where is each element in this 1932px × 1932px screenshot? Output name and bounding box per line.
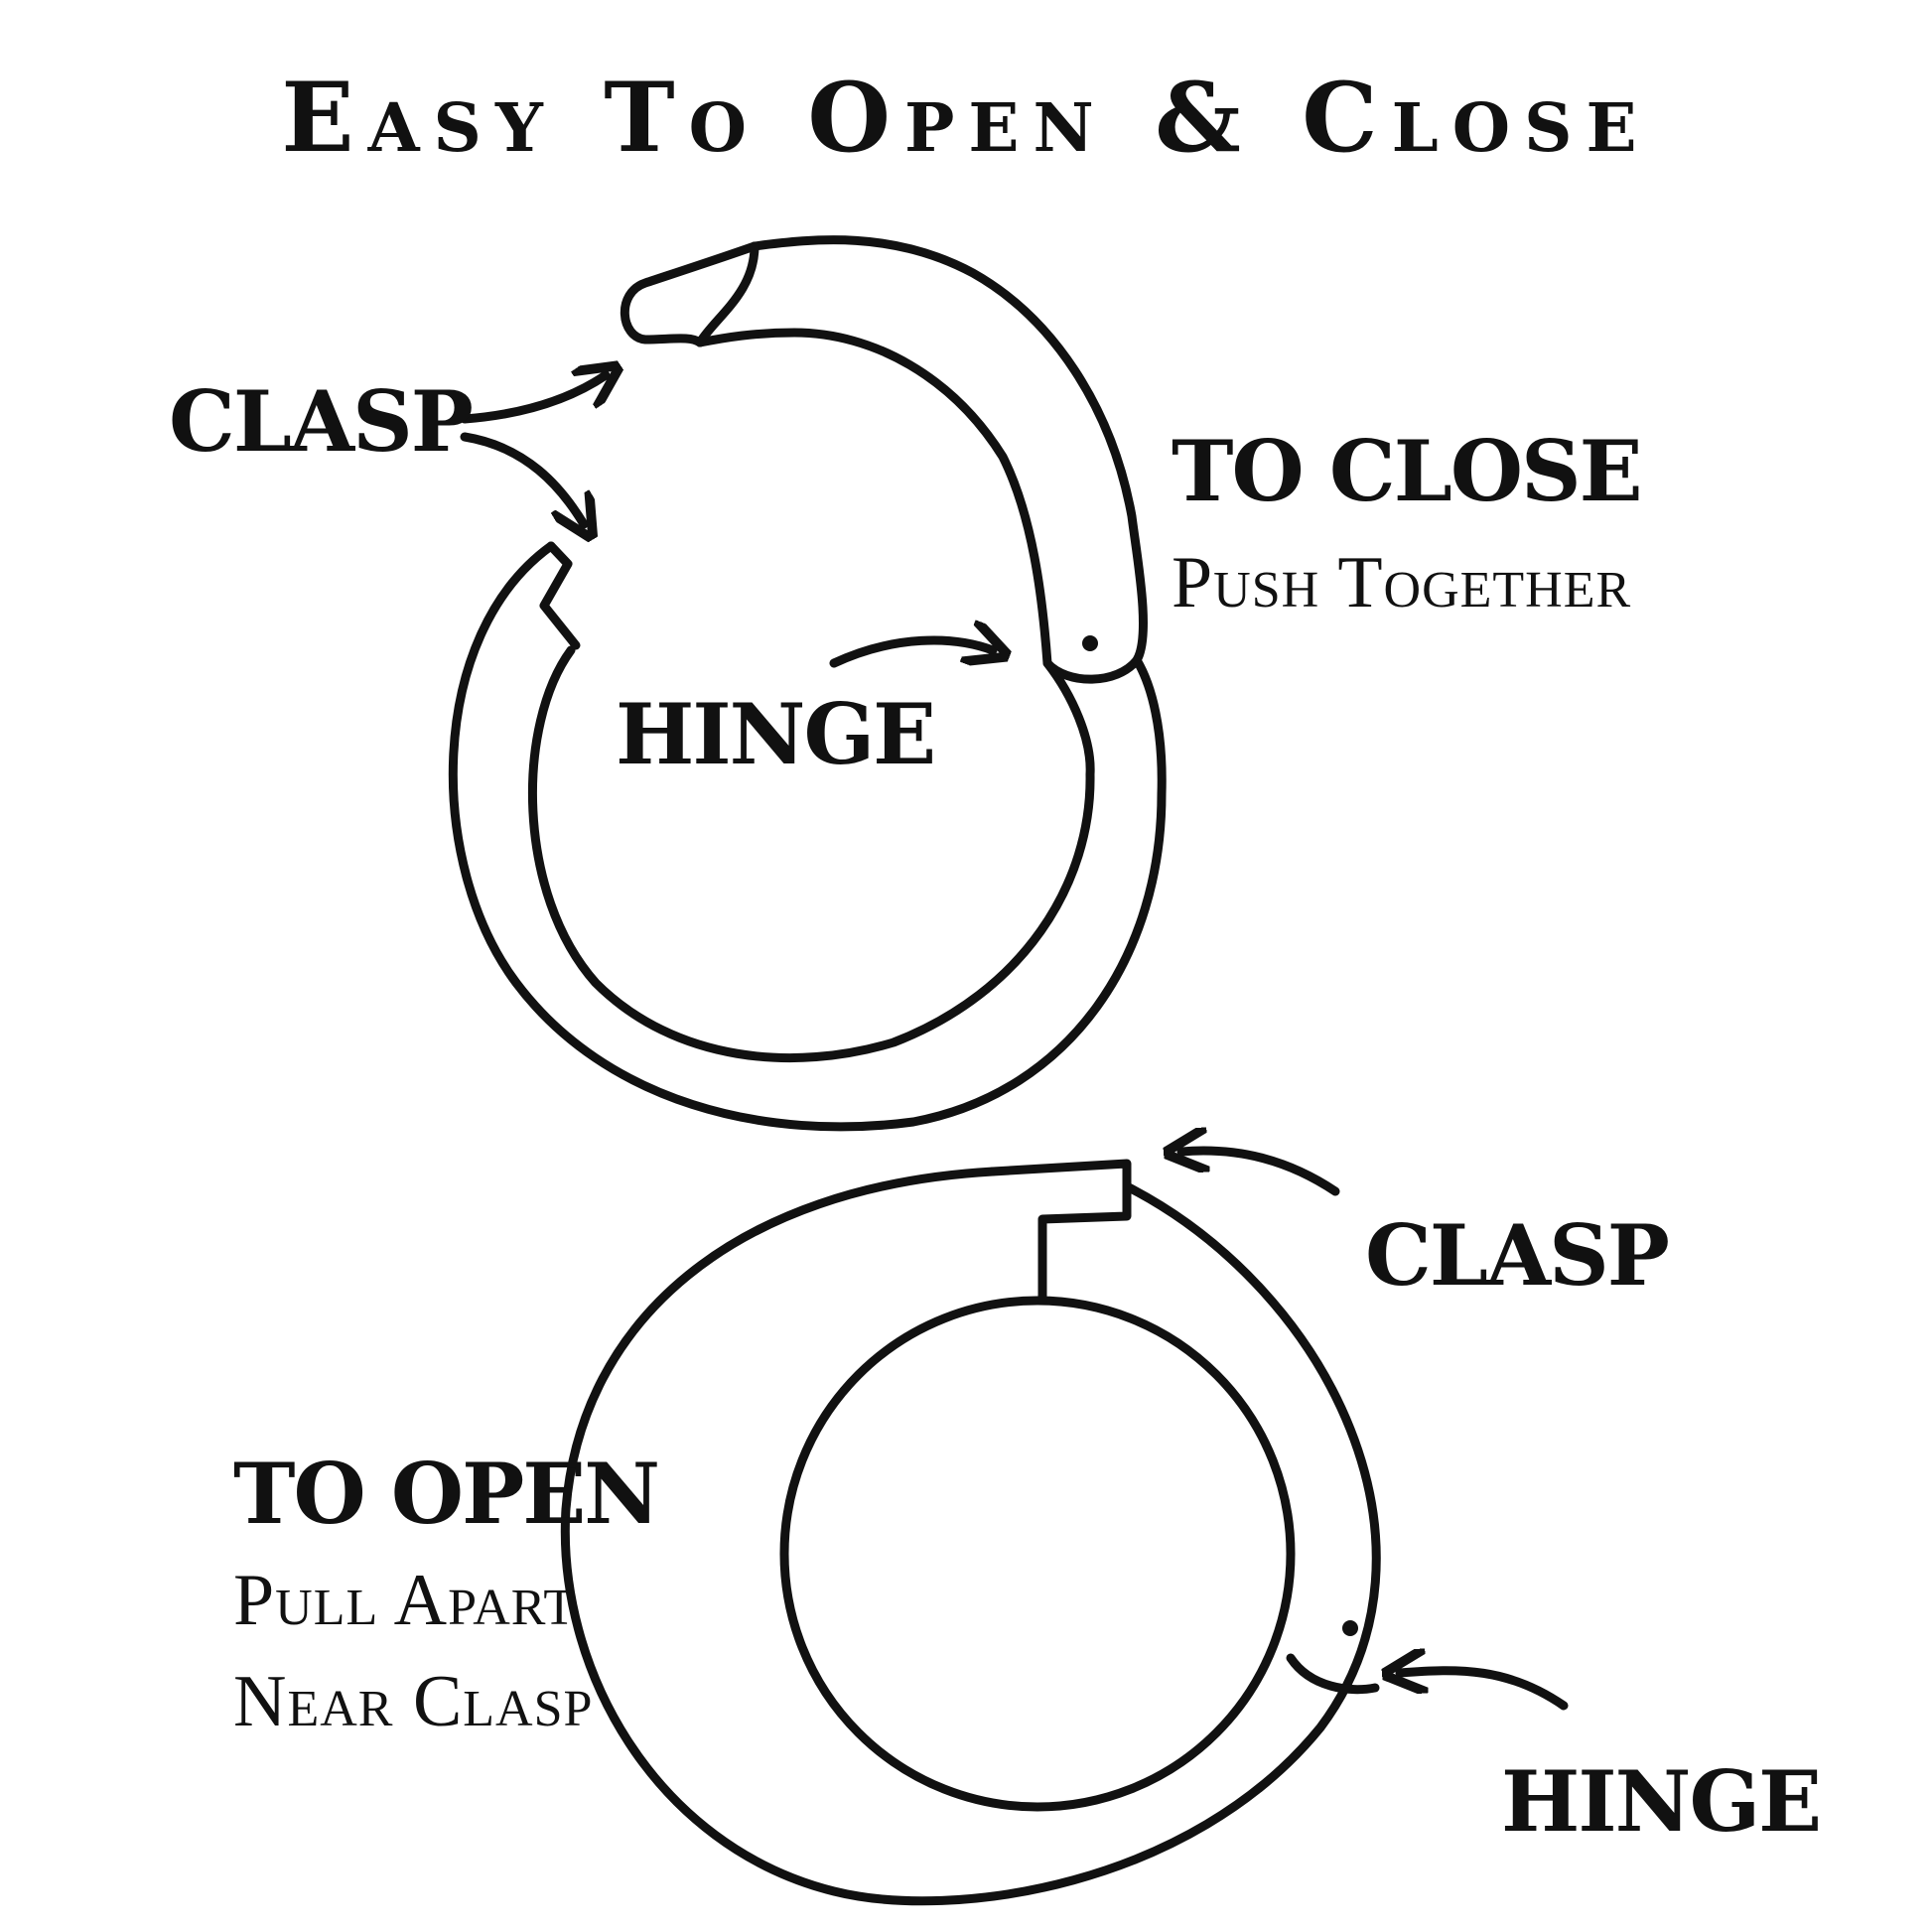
arrow-to-closed-hinge-icon [1400,1671,1569,1711]
open-ring-illustration [448,235,1167,1132]
arrow-to-hinge-icon [829,640,993,668]
closed-ring-hinge-pin-icon [1342,1620,1358,1636]
arrow-to-lower-clasp-icon [460,432,584,524]
closed-ring-illustration [560,1159,1381,1906]
open-ring-outer-edge [448,235,1167,1132]
arrow-to-closed-clasp-icon [1181,1151,1340,1196]
open-ring-hinge-label: HINGE [616,685,936,783]
open-ring-hinge-collar [1042,655,1142,684]
closed-ring-outer-edge [560,1167,1381,1906]
closed-ring-clasp-label: CLASP [1365,1206,1670,1305]
open-ring-lower-clasp-end [539,541,581,650]
open-ring-inner-edge [527,328,1095,1063]
open-ring-clasp-groove [695,241,759,347]
closed-ring-arrows [1181,1151,1569,1711]
open-instruction-heading: TO OPEN [233,1445,660,1543]
closed-ring-inner-edge [779,1296,1296,1812]
close-instruction-heading: TO CLOSE [1172,422,1643,520]
closed-ring-clasp-step [988,1159,1132,1306]
arrow-to-upper-clasp-icon [460,375,606,424]
open-ring-hinge-pin-icon [1082,635,1098,651]
page-title: Easy To Open & Close [281,62,1651,174]
close-instruction-text: Push Together [1172,542,1632,623]
open-instruction-line2: Near Clasp [233,1661,594,1742]
open-ring-arrows [460,375,993,668]
open-ring-upper-clasp-tip [620,241,759,347]
open-instruction-line1: Pull Apart [233,1560,577,1641]
open-ring-clasp-label: CLASP [169,372,474,471]
closed-ring-hinge-collar [1286,1653,1380,1695]
closed-ring-hinge-label: HINGE [1501,1752,1822,1851]
